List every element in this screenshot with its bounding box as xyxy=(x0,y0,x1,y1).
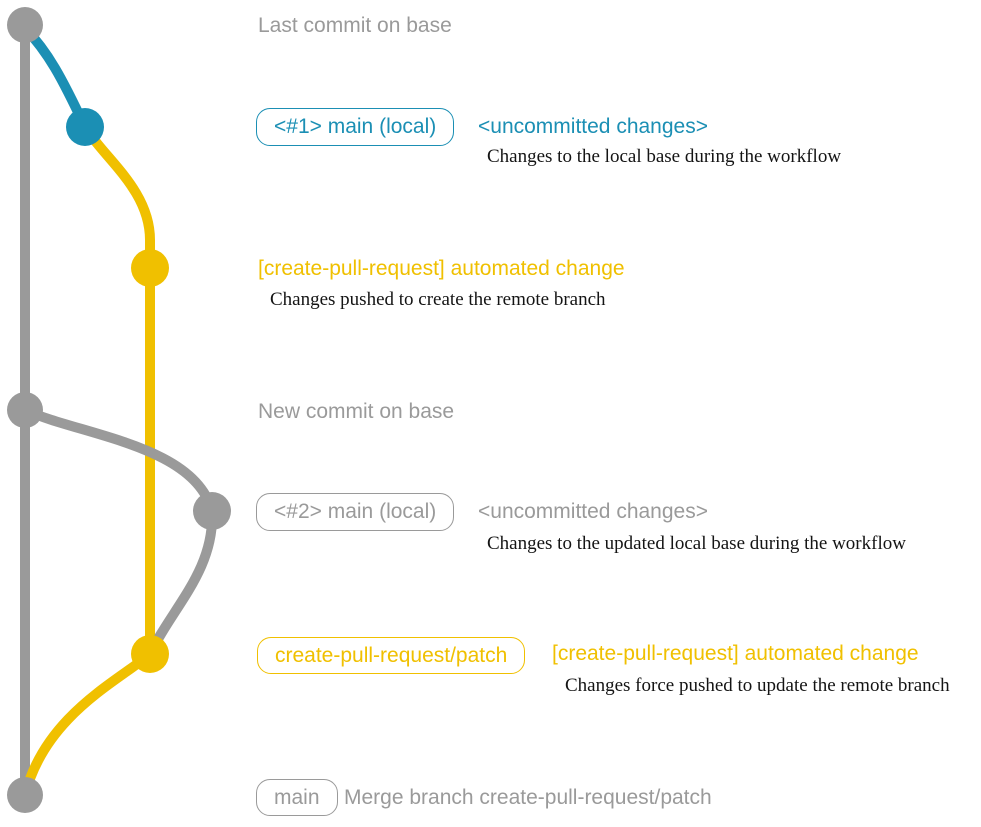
note-force-pushed-update-remote: Changes force pushed to update the remot… xyxy=(565,675,950,696)
branch-local-main-2 xyxy=(22,405,218,657)
commit-dot-last-base xyxy=(7,7,43,43)
branch-patch-line xyxy=(80,124,155,654)
commit-dot-automated-1 xyxy=(131,249,169,287)
note-pushed-create-remote: Changes pushed to create the remote bran… xyxy=(270,289,606,310)
commit-message-automated-1: [create-pull-request] automated change xyxy=(258,257,625,280)
label-new-commit-on-base: New commit on base xyxy=(258,400,455,423)
commit-dot-new-base xyxy=(7,392,43,428)
status-uncommitted-changes-1: <uncommitted changes> xyxy=(478,115,708,138)
branch-badge-create-pull-request-patch: create-pull-request/patch xyxy=(257,637,526,674)
status-uncommitted-changes-2: <uncommitted changes> xyxy=(478,500,708,523)
commit-dot-local-main-2 xyxy=(193,492,231,530)
branch-badge-main-local-2: <#2> main (local) xyxy=(256,493,455,531)
branch-merge-curve xyxy=(20,650,154,797)
label-last-commit-on-base: Last commit on base xyxy=(258,14,452,37)
note-updated-local-base-changes: Changes to the updated local base during… xyxy=(487,533,906,554)
commit-dot-local-main-1 xyxy=(66,108,104,146)
commit-dot-merge xyxy=(7,777,43,813)
commit-message-automated-2: [create-pull-request] automated change xyxy=(552,642,919,665)
branch-badge-main-local-1: <#1> main (local) xyxy=(256,108,455,146)
commit-dot-automated-2 xyxy=(131,635,169,673)
commit-message-merge: Merge branch create-pull-request/patch xyxy=(344,786,712,809)
git-graph xyxy=(7,7,231,813)
note-local-base-changes: Changes to the local base during the wor… xyxy=(487,146,842,167)
branch-badge-main: main xyxy=(256,779,338,816)
